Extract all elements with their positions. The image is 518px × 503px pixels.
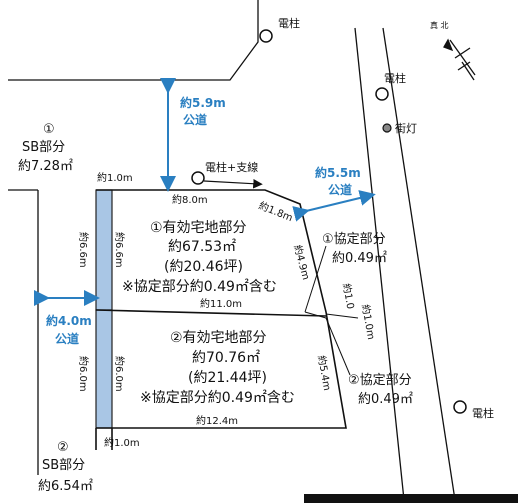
dim-corner: 約1.8m — [257, 199, 295, 224]
lot2-tsubo: (約21.44坪) — [188, 370, 267, 386]
sb1-title: SB部分 — [22, 140, 65, 155]
dim-left-lower-outer: 約6.0m — [77, 356, 90, 392]
agreement-lines — [304, 245, 359, 376]
dim-agree2: 約1.0m — [359, 303, 378, 340]
dim-top: 約8.0m — [172, 193, 208, 206]
road-west-name: 公道 — [55, 331, 79, 346]
north-label: 真 北 — [430, 20, 449, 30]
dim-left-upper-inner: 約6.6m — [113, 232, 126, 268]
sb2-title: SB部分 — [42, 458, 85, 473]
dim-mid: 約11.0m — [200, 297, 242, 310]
dim-right-upper: 約4.9m — [291, 243, 313, 281]
road-north-name: 公道 — [183, 112, 207, 127]
dim-left-lower-inner: 約6.0m — [113, 356, 126, 392]
streetlight-icon — [382, 123, 392, 133]
dim-left-upper-outer: 約6.6m — [77, 232, 90, 268]
lot1-title: ①有効宅地部分 — [150, 220, 247, 236]
road-north-dist: 約5.9m — [180, 95, 226, 110]
road-west-dist: 約4.0m — [46, 313, 92, 328]
sb2-num: ② — [57, 440, 69, 455]
sb2-area — [95, 309, 113, 429]
lot1-tsubo: (約20.46坪) — [164, 259, 243, 275]
lot2-note: ※協定部分約0.49㎡含む — [140, 390, 295, 406]
streetlight-label: 街灯 — [395, 121, 417, 135]
pole-bottom-label: 電柱 — [472, 406, 494, 420]
agree2-title: ②協定部分 — [348, 373, 412, 388]
road-lines — [8, 0, 456, 501]
lot2-area: 約70.76㎡ — [192, 350, 260, 366]
pole-top-icon — [259, 29, 273, 43]
dim-agree1: 約1.0 — [340, 282, 357, 310]
agree2-area: 約0.49㎡ — [358, 392, 413, 407]
road-east-name: 公道 — [328, 182, 352, 197]
pole-right-label: 電柱 — [384, 71, 406, 85]
agree1-area: 約0.49㎡ — [332, 251, 387, 266]
sb1-num: ① — [43, 122, 55, 137]
sb2-area-label: 約6.54㎡ — [38, 479, 93, 494]
agree1-title: ①協定部分 — [322, 232, 386, 247]
lot1-note: ※協定部分約0.49㎡含む — [122, 279, 277, 295]
lot1-area: 約67.53㎡ — [168, 239, 236, 255]
pole-top-label: 電柱 — [278, 16, 300, 30]
pole-right-icon — [375, 87, 389, 101]
pole-wire-label: 電柱+支線 — [205, 160, 258, 174]
pole-bottom-icon — [453, 400, 467, 414]
dim-right-lower: 約5.4m — [315, 354, 334, 391]
road-east-arrow — [292, 190, 376, 222]
bottom-bar — [304, 494, 518, 503]
north-arrow-icon — [443, 38, 476, 81]
sb1-area — [95, 189, 113, 311]
pole-wire-icon — [191, 171, 205, 185]
lot-outline — [95, 189, 347, 450]
dim-bottom: 約12.4m — [196, 414, 238, 427]
dim-top-sb: 約1.0m — [97, 171, 133, 184]
lot2-title: ②有効宅地部分 — [170, 330, 267, 346]
dim-bottom-sb: 約1.0m — [104, 436, 140, 449]
sb1-area-label: 約7.28㎡ — [18, 159, 73, 174]
road-east-dist: 約5.5m — [315, 165, 361, 180]
